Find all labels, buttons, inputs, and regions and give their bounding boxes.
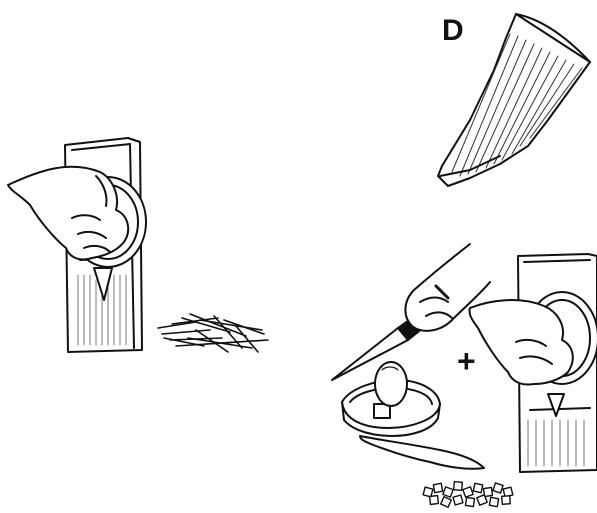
food-holder-icon (342, 380, 484, 469)
step-letter-label: D (442, 14, 464, 48)
julienne-strips-icon (158, 314, 268, 352)
hand-slicing-right-icon (469, 292, 597, 385)
hand-grip-left-icon (8, 167, 146, 267)
combine-symbol: + (457, 343, 476, 380)
egg-icon (375, 362, 407, 406)
diced-cubes-icon (423, 482, 513, 508)
